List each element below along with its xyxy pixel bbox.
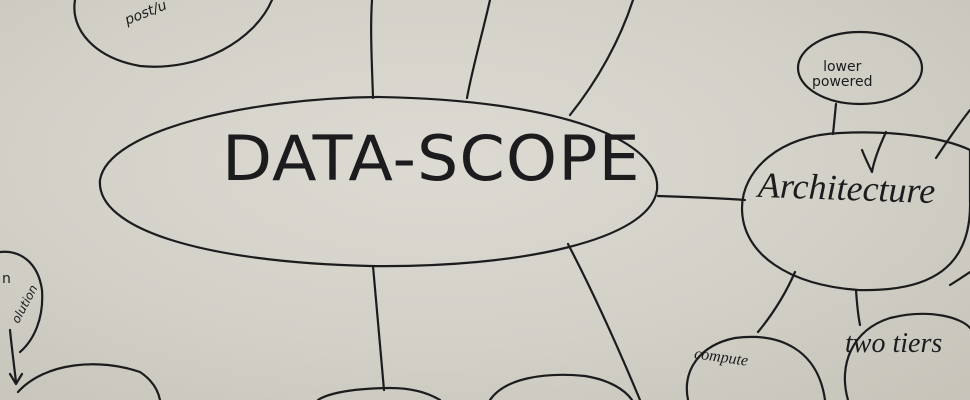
- central-ellipse: [98, 95, 659, 268]
- connector-architecture: [656, 194, 747, 202]
- bubble-top-left: [73, 0, 274, 68]
- connector-lower-powered: [831, 102, 838, 136]
- connector-up-left: [370, 0, 375, 100]
- connector-down-left: [371, 264, 386, 392]
- lower-powered-label: lower powered: [812, 60, 872, 90]
- connector-right-top: [934, 108, 970, 160]
- architecture-bubble: [740, 131, 970, 292]
- lower-powered-line2: powered: [812, 74, 873, 90]
- bubble-bottom-right: [488, 373, 634, 400]
- arrow-left: [8, 328, 24, 386]
- two-tiers-label: two tiers: [845, 328, 943, 359]
- bubble-left-edge: [0, 250, 44, 354]
- bubble-bottom-center: [316, 386, 442, 400]
- two-tiers-bubble: [843, 312, 970, 400]
- bubble-bottom-left: [16, 363, 162, 400]
- lower-powered-bubble: [796, 30, 924, 106]
- central-node-label: DATA-SCOPE: [222, 122, 641, 195]
- check-mark: [860, 130, 888, 174]
- compute-bubble: [685, 335, 827, 400]
- connector-up-mid: [465, 0, 492, 100]
- connector-up-right: [568, 0, 635, 117]
- connector-right-bottom: [948, 270, 970, 287]
- connector-two-tiers: [854, 288, 862, 327]
- left-partial-mark: n: [2, 271, 11, 287]
- connector-down-right: [566, 242, 642, 400]
- architecture-label: Architecture: [757, 164, 936, 212]
- lower-powered-line1: lower: [823, 59, 862, 75]
- connector-compute: [756, 270, 797, 334]
